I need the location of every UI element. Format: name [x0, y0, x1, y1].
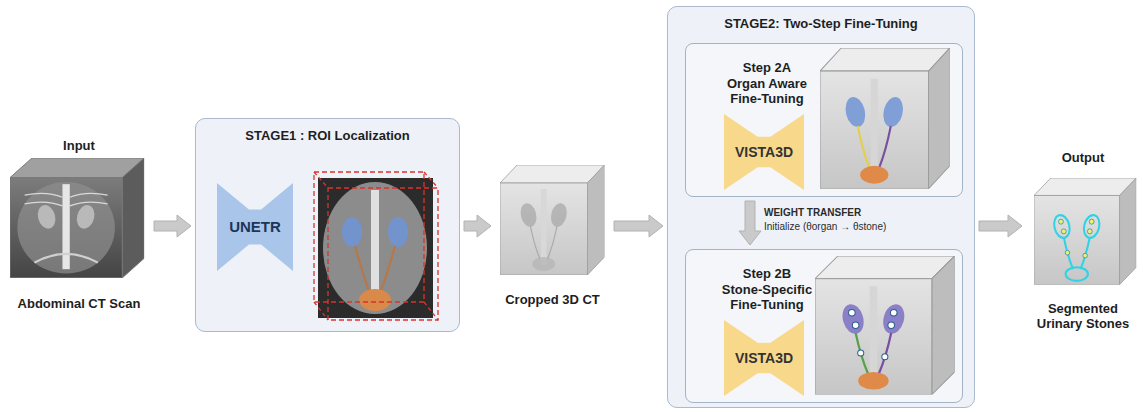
flow-arrow	[464, 215, 491, 237]
flow-arrow	[614, 215, 663, 237]
flow-arrow	[154, 215, 191, 237]
cropped-volume	[530, 226, 557, 259]
block-label: UNETR	[229, 218, 281, 236]
node-title: Output	[1062, 150, 1105, 166]
stone-volume	[879, 333, 892, 375]
result-volume	[1064, 237, 1090, 269]
roi-image	[328, 188, 438, 320]
ct-volume	[25, 193, 108, 206]
node-title: Step 2A Organ Aware Fine-Tuning	[727, 60, 808, 107]
stone-volume	[870, 286, 878, 382]
organ-volume	[880, 95, 906, 130]
stone-volume	[849, 309, 856, 316]
stone-volume	[880, 302, 908, 336]
cropped-volume	[549, 201, 570, 228]
block-label: VISTA3D	[735, 350, 793, 367]
network-block: VISTA3D	[724, 320, 804, 396]
network-block: VISTA3D	[724, 114, 804, 190]
organ-volume	[860, 166, 888, 184]
organ-volume	[843, 95, 869, 130]
node-title: Cropped 3D CT	[505, 292, 600, 308]
stone-volume	[858, 372, 888, 390]
cropped-volume	[500, 165, 605, 275]
node-caption: Abdominal CT Scan	[18, 296, 141, 312]
stone-volume	[858, 350, 864, 356]
ct-volume	[74, 204, 96, 231]
stone-volume	[839, 302, 867, 336]
ct-volume	[62, 184, 69, 269]
roi-image	[388, 217, 408, 247]
roi-image	[323, 182, 427, 314]
roi-image	[314, 172, 438, 320]
stone-volume	[815, 256, 955, 395]
result-volume	[1065, 250, 1069, 255]
node-title: STAGE1 : ROI Localization	[245, 128, 409, 144]
cropped-volume	[541, 189, 547, 265]
ct-volume	[34, 254, 97, 263]
stone-volume	[890, 309, 897, 316]
network-shape	[724, 320, 804, 396]
organ-volume	[820, 48, 950, 189]
stone-volume	[856, 333, 869, 375]
result-volume	[1089, 219, 1094, 224]
result-volume	[1034, 178, 1136, 285]
stone-volume	[815, 256, 955, 395]
organ-volume	[820, 48, 950, 189]
result-volume	[1034, 178, 1136, 285]
edge-label: WEIGHT TRANSFER	[762, 207, 863, 218]
cropped-volume	[500, 165, 605, 275]
cropped-volume	[518, 201, 539, 228]
roi-image	[371, 190, 379, 300]
result-volume	[1052, 213, 1102, 281]
stone-volume	[888, 322, 895, 329]
organ-volume	[879, 126, 891, 168]
roi-image	[314, 172, 424, 302]
result-volume	[1059, 219, 1064, 224]
result-volume	[1083, 253, 1087, 258]
roi-image	[342, 217, 362, 247]
block-label: VISTA3D	[735, 144, 793, 161]
result-volume	[1059, 219, 1095, 258]
ct-volume	[10, 158, 144, 278]
cropped-volume	[532, 257, 555, 271]
result-volume	[1061, 229, 1066, 234]
organ-volume	[858, 126, 870, 168]
result-volume	[1052, 213, 1072, 240]
node-caption: Segmented Urinary Stones	[1037, 301, 1130, 332]
ct-volume	[35, 204, 57, 231]
stone-volume	[882, 354, 888, 360]
result-volume	[1087, 229, 1092, 234]
stone-volume	[852, 322, 859, 329]
ct-volume	[10, 158, 144, 278]
roi-image	[355, 246, 395, 294]
node-title: Step 2B Stone-Specific Fine-Tuning	[722, 266, 813, 313]
network-shape	[217, 183, 293, 271]
note-label: Initialize (θorgan → θstone)	[762, 221, 888, 232]
node-title: STAGE2: Two-Step Fine-Tuning	[724, 16, 918, 32]
roi-image	[318, 178, 433, 318]
roi-image	[359, 289, 391, 311]
node-title: Input	[63, 138, 95, 154]
roi-image	[314, 172, 438, 320]
result-volume	[1066, 267, 1088, 281]
network-shape	[724, 114, 804, 190]
stone-volume	[849, 309, 898, 359]
network-block: UNETR	[217, 183, 293, 271]
organ-volume	[871, 79, 878, 176]
flow-arrow	[979, 215, 1022, 237]
flow-arrow	[739, 201, 761, 245]
ct-volume	[17, 182, 115, 274]
result-volume	[1082, 213, 1102, 240]
